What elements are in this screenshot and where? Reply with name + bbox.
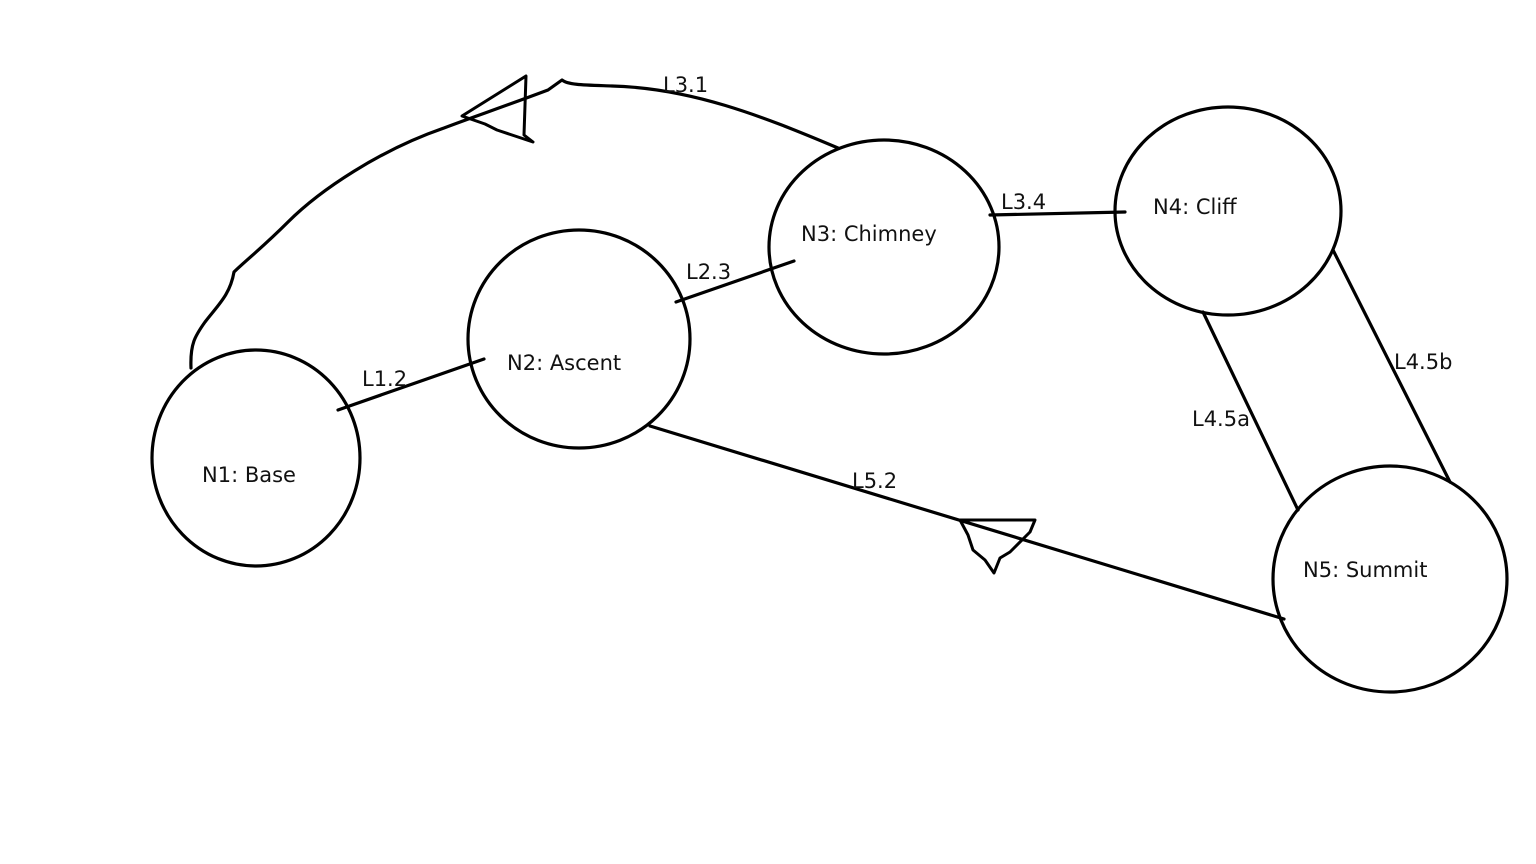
node-n2-ascent[interactable]: N2: Ascent	[466, 228, 692, 450]
edge-l5-2-label: L5.2	[852, 469, 897, 493]
node-n5-label: N5: Summit	[1303, 558, 1427, 582]
edge-l3-1[interactable]: L3.1	[189, 73, 840, 370]
edge-l4-5b-line	[1331, 248, 1452, 484]
node-n4-cliff[interactable]: N4: Cliff	[1113, 105, 1343, 317]
node-n1-label: N1: Base	[202, 463, 296, 487]
edge-l3-1-label: L3.1	[663, 73, 708, 97]
edge-l3-1-arrowhead	[460, 74, 535, 144]
node-n3-chimney[interactable]: N3: Chimney	[767, 138, 1001, 356]
edge-l4-5b[interactable]: L4.5b	[1331, 248, 1452, 484]
edge-l2-3[interactable]: L2.3	[674, 259, 796, 304]
edge-l2-3-line	[674, 259, 796, 304]
edge-l1-2-label: L1.2	[362, 367, 407, 391]
edge-l5-2[interactable]: L5.2	[648, 424, 1286, 621]
node-n1-base[interactable]: N1: Base	[150, 348, 362, 568]
edge-l5-2-arrowhead	[958, 518, 1037, 575]
edge-l3-1-curve	[189, 78, 840, 370]
node-n3-label: N3: Chimney	[801, 222, 937, 246]
edge-l4-5a-line	[1201, 310, 1300, 512]
edge-l3-4[interactable]: L3.4	[988, 190, 1127, 217]
node-n2-circle	[466, 228, 692, 450]
edge-l3-4-line	[988, 210, 1127, 217]
edge-l5-2-line	[648, 424, 1286, 621]
edge-l4-5b-label: L4.5b	[1394, 350, 1452, 374]
edge-l3-4-label: L3.4	[1001, 190, 1046, 214]
node-n5-circle	[1271, 464, 1509, 694]
node-n3-circle	[767, 138, 1001, 356]
node-n2-label: N2: Ascent	[507, 351, 621, 375]
node-n4-label: N4: Cliff	[1153, 195, 1237, 219]
node-n1-circle	[150, 348, 362, 568]
edge-l4-5a[interactable]: L4.5a	[1192, 310, 1300, 512]
edge-l4-5a-label: L4.5a	[1192, 407, 1250, 431]
edge-l1-2-line	[336, 357, 486, 412]
node-n5-summit[interactable]: N5: Summit	[1271, 464, 1509, 694]
edge-l2-3-label: L2.3	[686, 260, 731, 284]
edge-l1-2[interactable]: L1.2	[336, 357, 486, 412]
